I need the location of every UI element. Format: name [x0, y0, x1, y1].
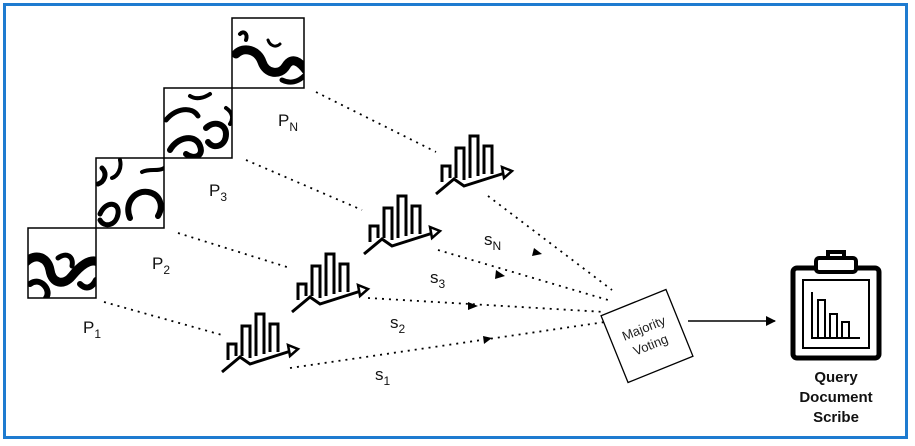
score-label-sn: sN [484, 230, 501, 253]
classifier-chart-icon-1 [220, 312, 300, 374]
classifier-chart-icon-2 [290, 252, 370, 314]
output-label-line2: Document [799, 389, 872, 406]
score-arrowheads [468, 248, 542, 344]
classifier-chart-icon-n [434, 134, 514, 196]
score-connectors [289, 195, 613, 369]
patch-label-p1: P1 [83, 318, 101, 341]
clipboard-report-icon [790, 250, 882, 361]
patch-label-p2: P2 [152, 254, 170, 277]
output-label-line3: Scribe [813, 409, 859, 426]
patch-label-pn: PN [278, 111, 298, 134]
patch-p3-image [163, 87, 233, 159]
patch-p1-image [27, 227, 97, 299]
output-label-line1: Query [814, 369, 858, 386]
score-label-s2: s2 [390, 313, 406, 336]
score-label-s3: s3 [430, 268, 446, 291]
patch-pn-image [231, 17, 305, 89]
patch-label-p3: P3 [209, 181, 227, 204]
score-label-s1: s1 [375, 365, 391, 388]
patch-p2-image [95, 157, 165, 229]
classifier-chart-icon-3 [362, 194, 442, 256]
patch-to-classifier-connectors [103, 91, 437, 336]
majority-voting-box: Majority Voting [600, 288, 694, 384]
